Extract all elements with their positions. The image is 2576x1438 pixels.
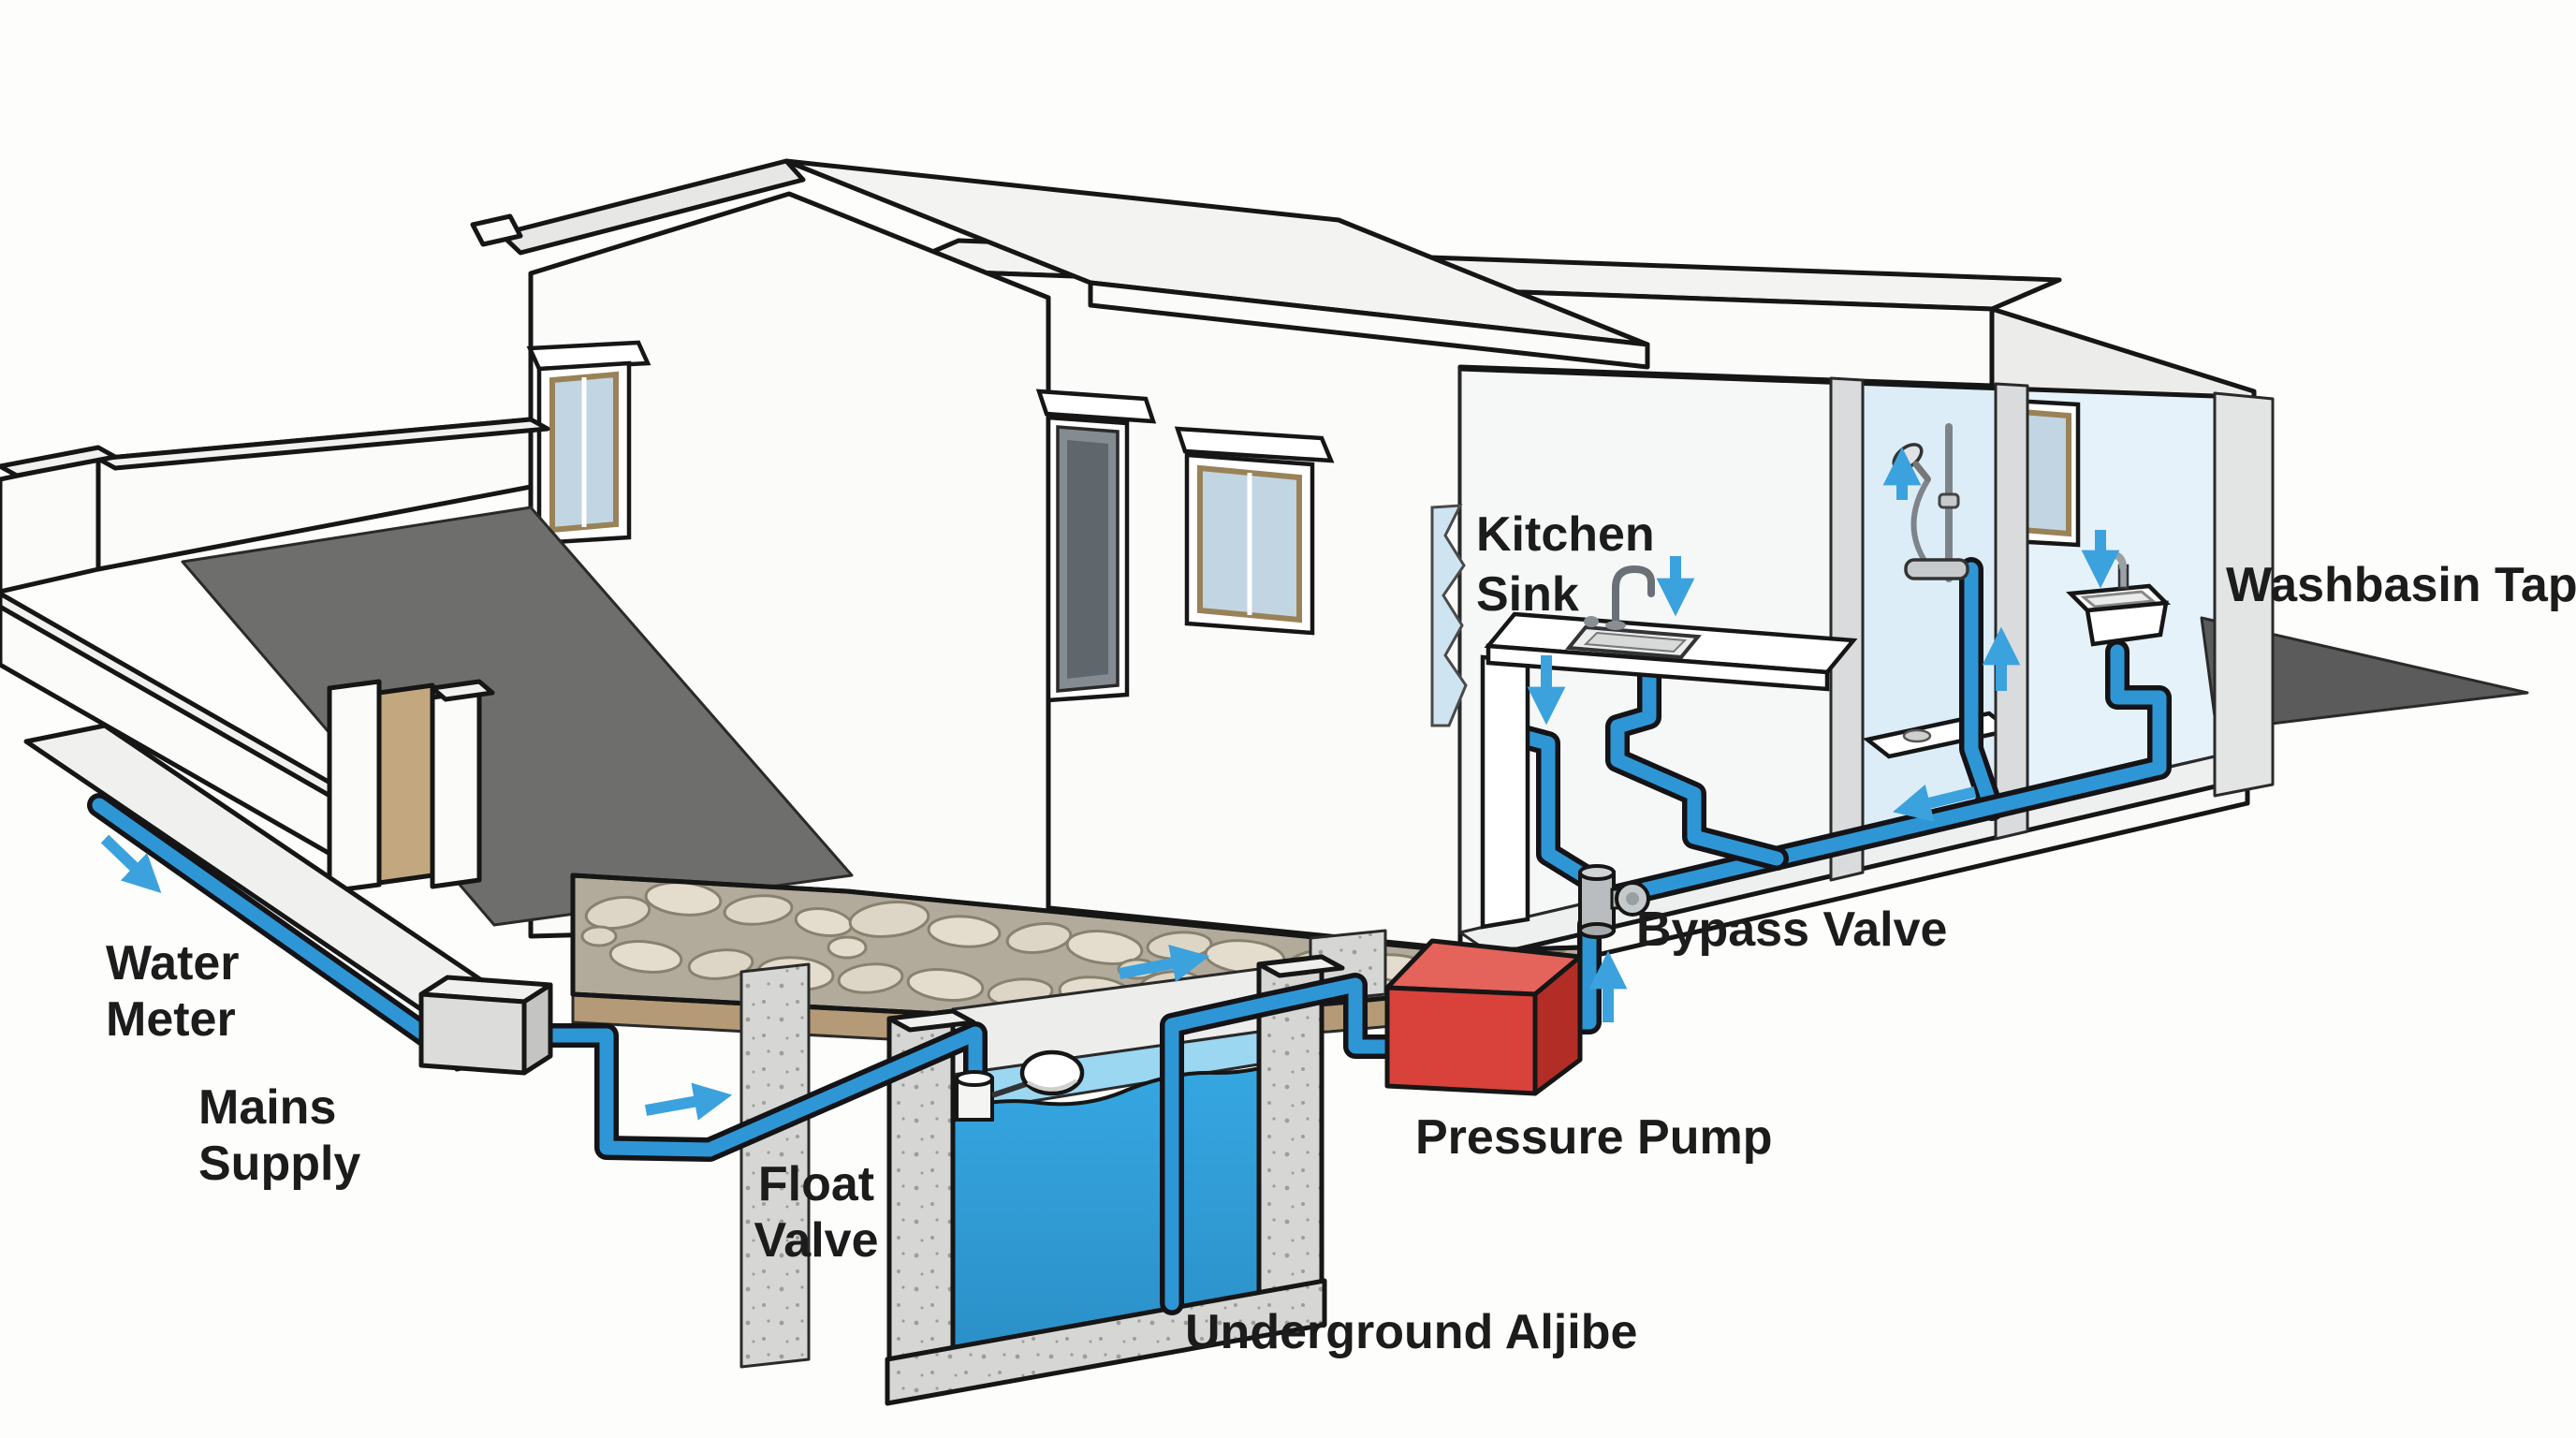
gable-window: [526, 340, 651, 546]
cut-walls: [1829, 376, 2275, 882]
counter-front-edge: [1486, 643, 1830, 692]
labels: Water Meter Mains Supply Float Valve Und…: [106, 507, 2576, 1359]
roof-overhang-block: [470, 213, 523, 247]
wing-window: [1174, 426, 1335, 636]
float-ball-icon: [1019, 1049, 1085, 1096]
gate-post-left: [327, 679, 382, 894]
torn-wall-edge: [1430, 504, 1468, 727]
shower-mixer-icon: [1904, 558, 1969, 580]
courtyard-left-wall-cap: [0, 445, 118, 478]
partition-shower-washbasin: [1994, 382, 2029, 841]
ground-shadow: [2200, 616, 2529, 732]
shower-hose-icon: [1910, 477, 1931, 566]
roof-fascia: [1088, 280, 1650, 370]
label-mains-supply-line2: Supply: [198, 1137, 360, 1191]
label-float-valve-line2: Valve: [754, 1213, 878, 1268]
courtyard-back-wall-cap: [95, 417, 550, 471]
flow-arrow-to-tank-icon: [644, 1082, 733, 1121]
water-meter-box: [418, 975, 553, 1076]
label-washbasin-tap: Washbasin Tap: [2226, 558, 2576, 612]
courtyard-left-wall: [0, 456, 101, 594]
kitchen-counter: [1480, 565, 1858, 930]
label-underground-aljibe: Underground Aljibe: [1185, 1305, 1637, 1359]
tank-right-wall-cap: [1256, 954, 1345, 978]
counter-support-panel: [1480, 654, 1530, 930]
flow-arrow-mains-icon: [100, 834, 162, 893]
courtyard: [0, 417, 854, 927]
float-arm-icon: [991, 1081, 1027, 1098]
tank-water-body: [951, 1057, 1289, 1350]
kitchen-sink-bowl: [1583, 631, 1688, 653]
float-valve: [955, 1049, 1085, 1122]
right-exterior-wall-edge: [2213, 391, 2275, 798]
gate-post-cap: [430, 679, 495, 702]
gate-post-right: [430, 688, 482, 889]
label-float-valve-line1: Float: [758, 1157, 874, 1211]
label-pressure-pump: Pressure Pump: [1415, 1110, 1773, 1165]
shower-rail-bracket-icon: [1938, 492, 1960, 509]
flow-arrow-floor-run-icon: [1893, 784, 1977, 822]
kitchen-sink-trap-pipe: [1605, 656, 1789, 871]
label-mains-supply-line1: Mains: [198, 1080, 336, 1135]
kitchen-wall-drop-pipe: [1508, 724, 1609, 896]
pressure-pump: [1384, 938, 1583, 1096]
label-water-meter-line1: Water: [106, 936, 240, 990]
flow-arrow-outlet-icon: [1118, 945, 1210, 983]
foundation-strip: [739, 962, 811, 1369]
bypass-valve: [1578, 864, 1650, 939]
shower-drain-icon: [1902, 728, 1932, 743]
kitchen-faucet-icon: [1584, 565, 1655, 630]
tank-outlet-pipe: [1160, 973, 1403, 1315]
label-kitchen-sink-line1: Kitchen: [1476, 507, 1655, 562]
entry-door: [1035, 389, 1157, 703]
label-bypass-valve: Bypass Valve: [1636, 902, 1947, 957]
label-water-meter-line2: Meter: [106, 992, 236, 1047]
shower-riser-pipe: [1959, 557, 2004, 821]
washbasin: [2066, 550, 2171, 647]
label-kitchen-sink-line2: Sink: [1476, 567, 1579, 622]
courtyard-gate: [376, 682, 435, 886]
floor-distribution-pipe: [1602, 639, 2172, 909]
partition-kitchen-shower: [1829, 376, 1865, 882]
flow-arrows: [100, 447, 2120, 1121]
gable-roof-left-slope: [498, 158, 806, 256]
